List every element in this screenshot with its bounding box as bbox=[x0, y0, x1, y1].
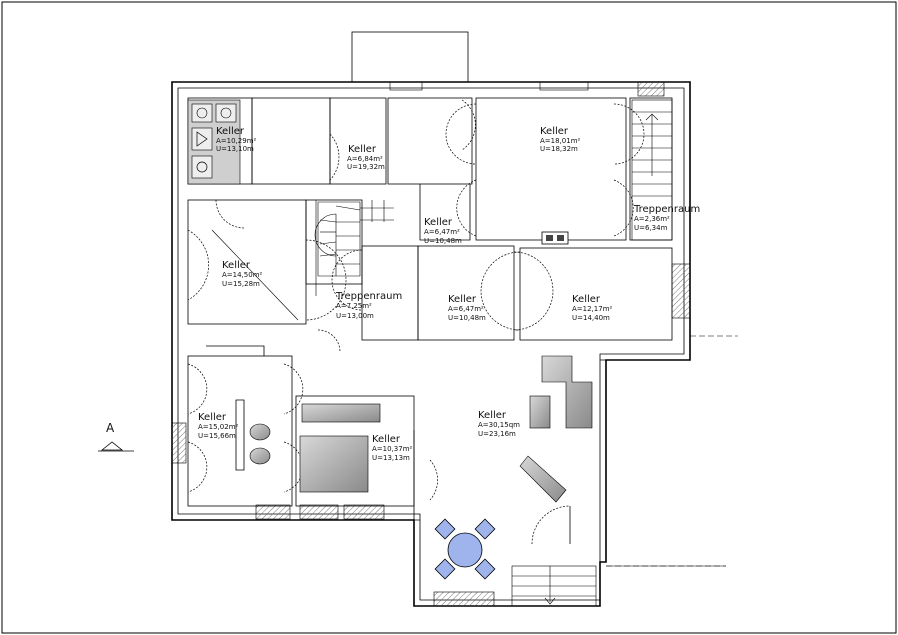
room-name: Keller bbox=[478, 410, 507, 421]
room-area: A=10,37m² bbox=[372, 445, 413, 453]
room-name: Keller bbox=[222, 260, 251, 271]
room-area: A=7,25m² bbox=[336, 302, 372, 310]
room-perimeter: U=15,28m bbox=[222, 280, 260, 288]
room-name: Keller bbox=[448, 294, 477, 305]
room-perimeter: U=10,48m bbox=[448, 314, 486, 322]
room-area: A=6,84m² bbox=[347, 155, 383, 163]
external-dash-lines bbox=[606, 335, 738, 567]
room-perimeter: U=13,00m bbox=[336, 312, 374, 320]
room-perimeter: U=23,16m bbox=[478, 430, 516, 438]
room-name: Keller bbox=[216, 126, 245, 137]
room-name: Keller bbox=[372, 434, 401, 445]
section-marker: A bbox=[98, 421, 134, 452]
room-perimeter: U=18,32m bbox=[540, 145, 578, 153]
room-area: A=6,47m² bbox=[424, 228, 460, 236]
room-area: A=14,50m² bbox=[222, 271, 263, 279]
room-area: A=30,15qm bbox=[478, 421, 520, 429]
room-area: A=15,02m² bbox=[198, 423, 239, 431]
staircase-right bbox=[631, 99, 673, 241]
room-name: Keller bbox=[424, 217, 453, 228]
room-name: Keller bbox=[198, 412, 227, 423]
room-perimeter: U=15,66m bbox=[198, 432, 236, 440]
room-name: Keller bbox=[540, 126, 569, 137]
room-diagonals bbox=[211, 200, 317, 321]
room-perimeter: U=10,48m bbox=[424, 237, 462, 245]
room-name: Keller bbox=[572, 294, 601, 305]
room-area: A=12,17m² bbox=[572, 305, 613, 313]
room-name: Treppenraum bbox=[633, 204, 700, 215]
room-perimeter: U=6,34m bbox=[634, 224, 668, 232]
hatched-areas bbox=[171, 81, 691, 607]
room-area: A=10,29m² bbox=[216, 137, 257, 145]
room-area: A=18,01m² bbox=[540, 137, 581, 145]
room-area: A=2,36m² bbox=[634, 215, 670, 223]
interior-walls bbox=[187, 97, 673, 521]
door-swings bbox=[187, 99, 645, 545]
room-area: A=6,47m² bbox=[448, 305, 484, 313]
room-perimeter: U=14,40m bbox=[572, 314, 610, 322]
room-perimeter: U=13,10m bbox=[216, 145, 254, 153]
outer-walls bbox=[171, 31, 691, 607]
room-name: Keller bbox=[348, 144, 377, 155]
staircase-left bbox=[314, 200, 394, 277]
furniture bbox=[249, 231, 593, 580]
room-perimeter: U=13,13m bbox=[372, 454, 410, 462]
room-name: Treppenraum bbox=[335, 291, 402, 302]
room-perimeter: U=19,32m bbox=[347, 163, 385, 171]
boiler-appliances bbox=[187, 99, 241, 185]
section-marker-letter: A bbox=[106, 421, 115, 435]
